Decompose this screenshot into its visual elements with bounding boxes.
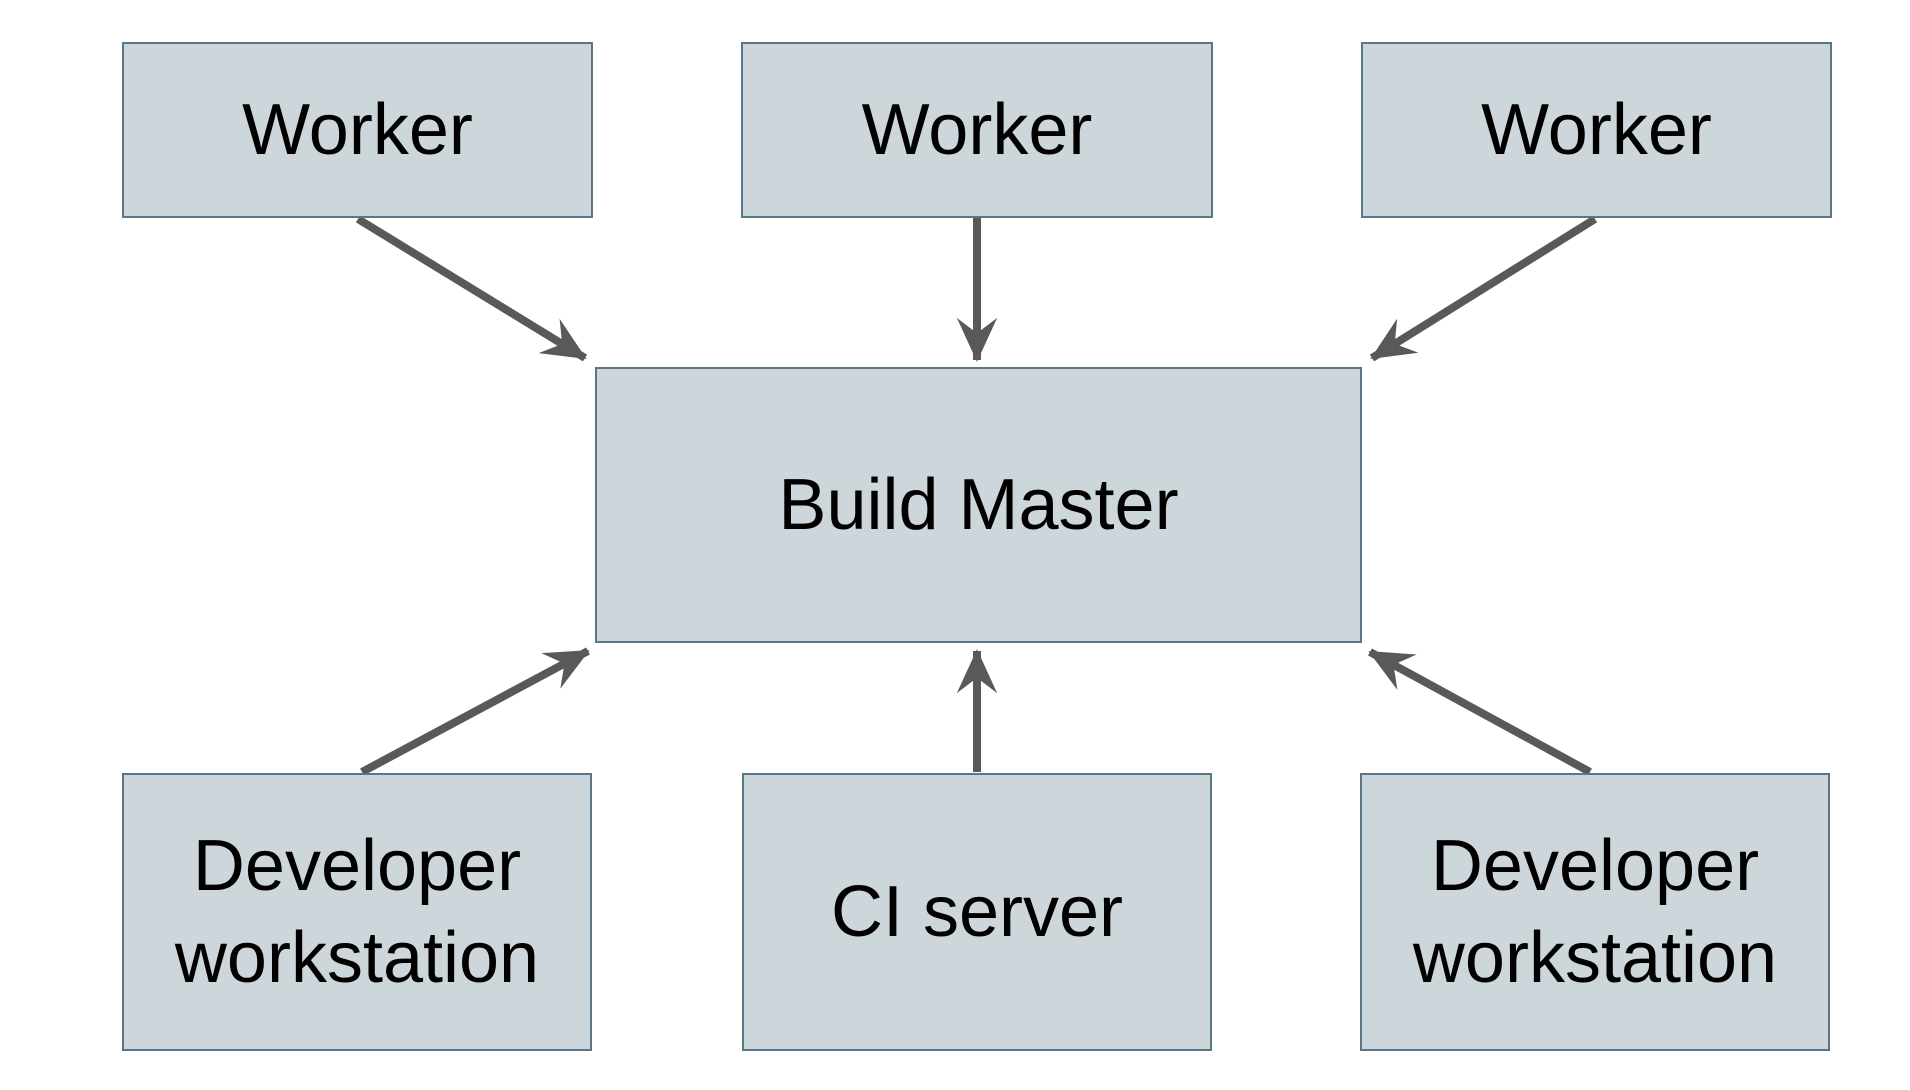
worker-node-2: Worker bbox=[741, 42, 1213, 218]
developer-workstation-node-left: Developer workstation bbox=[122, 773, 592, 1051]
worker-node-3-label: Worker bbox=[1481, 89, 1712, 170]
arrow-worker-1-to-build-master bbox=[355, 215, 588, 362]
developer-workstation-node-left-label: Developer workstation bbox=[174, 825, 540, 998]
ci-server-node-label: CI server bbox=[830, 871, 1124, 952]
worker-node-1: Worker bbox=[122, 42, 593, 218]
arrow-worker-3-to-build-master bbox=[1369, 215, 1598, 362]
developer-workstation-node-right-label: Developer workstation bbox=[1412, 825, 1778, 998]
ci-server-node: CI server bbox=[742, 773, 1212, 1051]
worker-node-3: Worker bbox=[1361, 42, 1832, 218]
build-master-node-label: Build Master bbox=[778, 464, 1179, 545]
arrow-dev-workstation-left-to-build-master bbox=[360, 647, 590, 776]
build-master-node: Build Master bbox=[595, 367, 1362, 643]
arrow-dev-workstation-right-to-build-master bbox=[1368, 648, 1592, 776]
worker-node-1-label: Worker bbox=[242, 89, 473, 170]
worker-node-2-label: Worker bbox=[861, 89, 1093, 170]
developer-workstation-node-right: Developer workstation bbox=[1360, 773, 1830, 1051]
